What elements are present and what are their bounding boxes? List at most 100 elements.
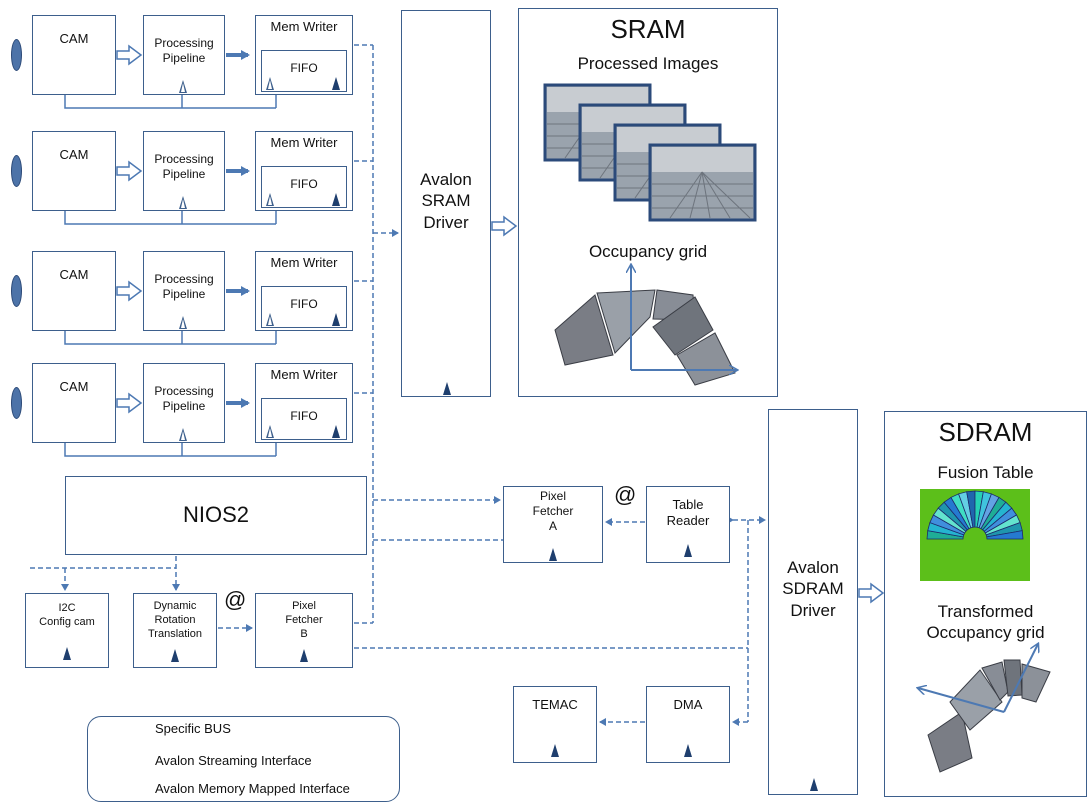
dma-port-icon [684, 744, 692, 757]
fifo-in-port-icon [266, 193, 274, 206]
specific-bus-arrow [858, 582, 885, 604]
mem-writer-block[interactable]: Mem Writer FIFO [255, 363, 353, 443]
sram-driver-label: Avalon SRAM Driver [420, 170, 472, 232]
processed-image-floor-line [669, 171, 703, 219]
cam-block[interactable]: CAM [32, 131, 116, 211]
dynamic-port-icon [171, 649, 179, 662]
cam-label: CAM [59, 267, 89, 282]
fifo-block[interactable]: FIFO [261, 166, 347, 208]
pipeline-block[interactable]: Processing Pipeline [143, 363, 225, 443]
fifo-label: FIFO [290, 297, 318, 311]
control-line [64, 443, 276, 457]
processed-image-floor-line [701, 171, 751, 219]
specific-bus-arrow [491, 215, 518, 237]
transformed-grid-label: Transformed Occupancy grid [926, 602, 1045, 643]
pixel-fetcher-b-port-icon [300, 649, 308, 662]
temac-block[interactable]: TEMAC [513, 686, 597, 763]
sdram-title: SDRAM [938, 417, 1033, 447]
specific-bus-arrow [116, 392, 143, 414]
fusion-table-label: Fusion Table [937, 463, 1034, 482]
temac-port-icon [551, 744, 559, 757]
camera-lens-icon [11, 275, 22, 307]
processed-image-floor-line [689, 171, 703, 219]
sdram-driver-label: Avalon SDRAM Driver [782, 558, 844, 620]
processed-image-floor-line [701, 171, 731, 219]
pixel-fetcher-b-label: Pixel Fetcher B [285, 600, 323, 640]
at-symbol-a: @ [614, 482, 637, 507]
sdram-driver-block[interactable]: Avalon SDRAM Driver [768, 409, 858, 795]
mem-writer-block[interactable]: Mem Writer FIFO [255, 131, 353, 211]
specific-bus-arrow [116, 44, 143, 66]
dma-block[interactable]: DMA [646, 686, 730, 763]
legend-specific-bus: Specific BUS [155, 721, 231, 736]
i2c-config-label: I2C Config cam [39, 602, 95, 628]
table-reader-block[interactable]: Table Reader [646, 486, 730, 563]
fifo-in-port-icon [266, 425, 274, 438]
pipeline-port-icon [179, 196, 187, 209]
fifo-block[interactable]: FIFO [261, 398, 347, 440]
at-symbol-b: @ [224, 587, 247, 612]
sram-driver-block[interactable]: Avalon SRAM Driver [401, 10, 491, 397]
sdram-block: SDRAM Fusion Table Transformed Occupancy… [884, 411, 1087, 797]
cam-label: CAM [59, 379, 89, 394]
pixel-fetcher-b-block[interactable]: Pixel Fetcher B [255, 593, 353, 668]
mem-writer-label: Mem Writer [270, 367, 338, 382]
fifo-block[interactable]: FIFO [261, 286, 347, 328]
fifo-label: FIFO [290, 409, 318, 423]
camera-lens-icon [11, 155, 22, 187]
dma-label: DMA [673, 697, 703, 712]
mem-writer-label: Mem Writer [270, 135, 338, 150]
occupancy-grid-image [554, 255, 765, 386]
fifo-out-port-icon [332, 425, 340, 438]
pipeline-block[interactable]: Processing Pipeline [143, 15, 225, 95]
processed-images-label: Processed Images [577, 54, 719, 73]
pipeline-label: Processing Pipeline [154, 36, 214, 65]
occupancy-grid-label: Occupancy grid [588, 242, 708, 261]
camera-lens-icon [11, 39, 22, 71]
dynamic-rotation-block[interactable]: Dynamic Rotation Translation [133, 593, 217, 668]
fifo-in-port-icon [266, 77, 274, 90]
fifo-out-port-icon [332, 313, 340, 326]
legend: Specific BUS Avalon Streaming Interface … [87, 716, 400, 802]
pixel-fetcher-a-block[interactable]: Pixel Fetcher A [503, 486, 603, 563]
nios2-block[interactable]: NIOS2 [65, 476, 367, 555]
pipeline-block[interactable]: Processing Pipeline [143, 131, 225, 211]
transformed-grid-image [910, 640, 1051, 773]
sram-driver-port-icon [443, 382, 451, 395]
fifo-label: FIFO [290, 177, 318, 191]
pipeline-label: Processing Pipeline [154, 152, 214, 181]
pipeline-port-icon [179, 80, 187, 93]
cam-label: CAM [59, 31, 89, 46]
table-reader-label: Table Reader [666, 497, 710, 529]
camera-lens-icon [11, 387, 22, 419]
cam-block[interactable]: CAM [32, 251, 116, 331]
cam-block[interactable]: CAM [32, 15, 116, 95]
pipeline-label: Processing Pipeline [154, 272, 214, 301]
cam-block[interactable]: CAM [32, 363, 116, 443]
specific-bus-arrow [116, 280, 143, 302]
specific-bus-arrow [116, 160, 143, 182]
dynamic-rotation-label: Dynamic Rotation Translation [147, 600, 202, 640]
control-line [64, 331, 276, 345]
pixel-fetcher-a-port-icon [549, 548, 557, 561]
control-line [64, 95, 276, 109]
pipeline-label: Processing Pipeline [154, 384, 214, 413]
fifo-out-port-icon [332, 193, 340, 206]
legend-memory-mapped: Avalon Memory Mapped Interface [155, 781, 350, 796]
processed-images-stack [543, 83, 757, 222]
mem-writer-label: Mem Writer [270, 255, 338, 270]
pixel-fetcher-a-label: Pixel Fetcher A [532, 489, 574, 533]
fifo-out-port-icon [332, 77, 340, 90]
i2c-config-block[interactable]: I2C Config cam [25, 593, 109, 668]
pipeline-port-icon [179, 428, 187, 441]
i2c-port-icon [63, 647, 71, 660]
table-reader-port-icon [684, 544, 692, 557]
cam-label: CAM [59, 147, 89, 162]
mem-writer-block[interactable]: Mem Writer FIFO [255, 15, 353, 95]
mem-writer-block[interactable]: Mem Writer FIFO [255, 251, 353, 331]
fifo-block[interactable]: FIFO [261, 50, 347, 92]
nios2-label: NIOS2 [182, 502, 250, 527]
pipeline-block[interactable]: Processing Pipeline [143, 251, 225, 331]
sram-title: SRAM [610, 14, 686, 44]
